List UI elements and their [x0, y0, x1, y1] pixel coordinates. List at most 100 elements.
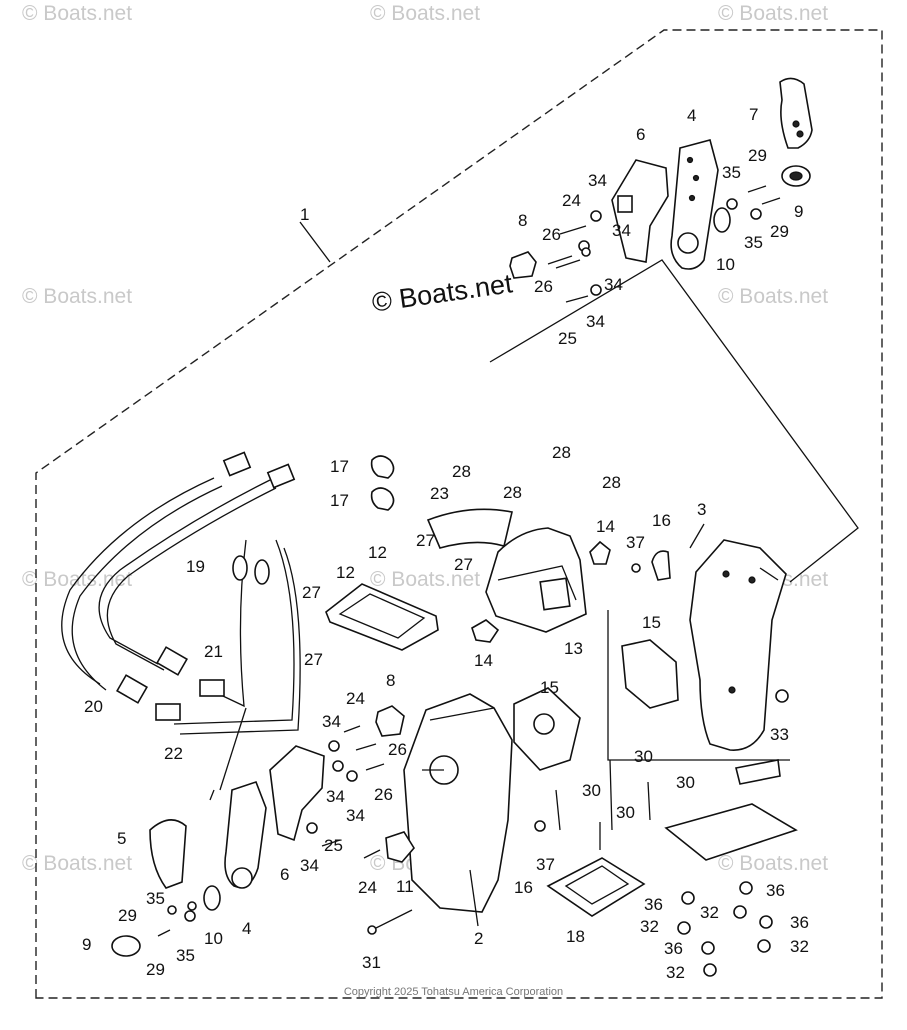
callout-26: 26: [534, 277, 553, 296]
callout-5: 5: [117, 829, 126, 848]
callout-24: 24: [562, 191, 581, 210]
callout-35: 35: [146, 889, 165, 908]
callout-13: 13: [564, 639, 583, 658]
callout-19: 19: [186, 557, 205, 576]
callout-24: 24: [346, 689, 365, 708]
callout-25: 25: [324, 836, 343, 855]
callout-29: 29: [118, 906, 137, 925]
part-6-grip-upper: [611, 159, 669, 263]
callout-16: 16: [514, 878, 533, 897]
callout-18: 18: [566, 927, 585, 946]
callout-8: 8: [518, 211, 527, 230]
callout-30: 30: [582, 781, 601, 800]
callout-27: 27: [454, 555, 473, 574]
callout-23: 23: [430, 484, 449, 503]
callout-26: 26: [374, 785, 393, 804]
leader: [299, 221, 331, 263]
leader: [469, 869, 479, 927]
part-21-22-harness: [155, 539, 301, 735]
callout-34: 34: [586, 312, 605, 331]
callout-29: 29: [770, 222, 789, 241]
callout-1: 1: [300, 205, 309, 224]
callout-17: 17: [330, 457, 349, 476]
part-4-lever-arm-upper: [670, 139, 719, 270]
callout-10: 10: [204, 929, 223, 948]
callout-30: 30: [616, 803, 635, 822]
lower-fasteners: [157, 563, 773, 977]
callout-28: 28: [452, 462, 471, 481]
callout-10: 10: [716, 255, 735, 274]
callout-6: 6: [280, 865, 289, 884]
part-2-control-body: [403, 693, 513, 913]
callout-35: 35: [176, 946, 195, 965]
callout-34: 34: [604, 275, 623, 294]
callout-32: 32: [790, 937, 809, 956]
watermark: © Boats.net: [718, 285, 829, 308]
callout-22: 22: [164, 744, 183, 763]
callout-29: 29: [748, 146, 767, 165]
callout-16: 16: [652, 511, 671, 530]
part-12-bracket: [325, 583, 439, 651]
part-8-cap-upper: [509, 251, 537, 279]
part-15-gasket-lower: [513, 687, 581, 771]
callout-33: 33: [770, 725, 789, 744]
callout-3: 3: [697, 500, 706, 519]
callout-7: 7: [749, 105, 758, 124]
callout-34: 34: [346, 806, 365, 825]
callout-14: 14: [596, 517, 615, 536]
assembly-boundary: [35, 29, 883, 999]
callout-8: 8: [386, 671, 395, 690]
callout-34: 34: [300, 856, 319, 875]
watermark: © Boats.net: [22, 852, 133, 875]
part-6-grip-lower: [269, 745, 325, 842]
part-11-clip: [385, 831, 415, 863]
callout-20: 20: [84, 697, 103, 716]
callout-26: 26: [388, 740, 407, 759]
part-14-clip: [471, 540, 611, 643]
leader: [219, 707, 247, 791]
copyright-notice: Copyright 2025 Tohatsu America Corporati…: [343, 986, 564, 998]
callout-34: 34: [588, 171, 607, 190]
callout-35: 35: [722, 163, 741, 182]
callout-27: 27: [416, 531, 435, 550]
detail-boundary-lower: [607, 610, 790, 761]
callout-35: 35: [744, 233, 763, 252]
callout-12: 12: [336, 563, 355, 582]
callout-32: 32: [640, 917, 659, 936]
part-13-housing: [485, 527, 587, 633]
part-10-cam-upper: [713, 207, 731, 233]
callout-34: 34: [326, 787, 345, 806]
callout-14: 14: [474, 651, 493, 670]
watermark: © Boats.net: [22, 2, 133, 25]
callout-34: 34: [322, 712, 341, 731]
callout-6: 6: [636, 125, 645, 144]
callout-17: 17: [330, 491, 349, 510]
part-33-nut: [775, 689, 789, 703]
watermark: © Boats.net: [22, 285, 133, 308]
part-17-clip: [370, 455, 395, 511]
callout-27: 27: [302, 583, 321, 602]
part-10-cam-lower: [203, 885, 221, 911]
watermark: © Boats.net: [370, 2, 481, 25]
callout-30: 30: [634, 747, 653, 766]
part-18-plate: [546, 857, 646, 917]
part-4-lever-arm-lower: [224, 780, 267, 889]
upper-fasteners: [547, 185, 781, 303]
part-31-bolt: [367, 909, 413, 935]
callout-9: 9: [794, 202, 803, 221]
callout-11: 11: [396, 877, 414, 896]
callout-4: 4: [242, 919, 251, 938]
part-23-cover-plate: [426, 508, 513, 549]
part-5-handle-cap: [149, 819, 187, 889]
callout-36: 36: [664, 939, 683, 958]
callout-15: 15: [540, 678, 559, 697]
callout-28: 28: [503, 483, 522, 502]
part-7-lever-handle: [779, 77, 813, 149]
watermark: © Boats.net: [718, 2, 829, 25]
watermark: © Boats.net: [370, 568, 481, 591]
callout-21: 21: [204, 642, 223, 661]
callout-37: 37: [626, 533, 645, 552]
callout-36: 36: [766, 881, 785, 900]
callout-4: 4: [687, 106, 696, 125]
